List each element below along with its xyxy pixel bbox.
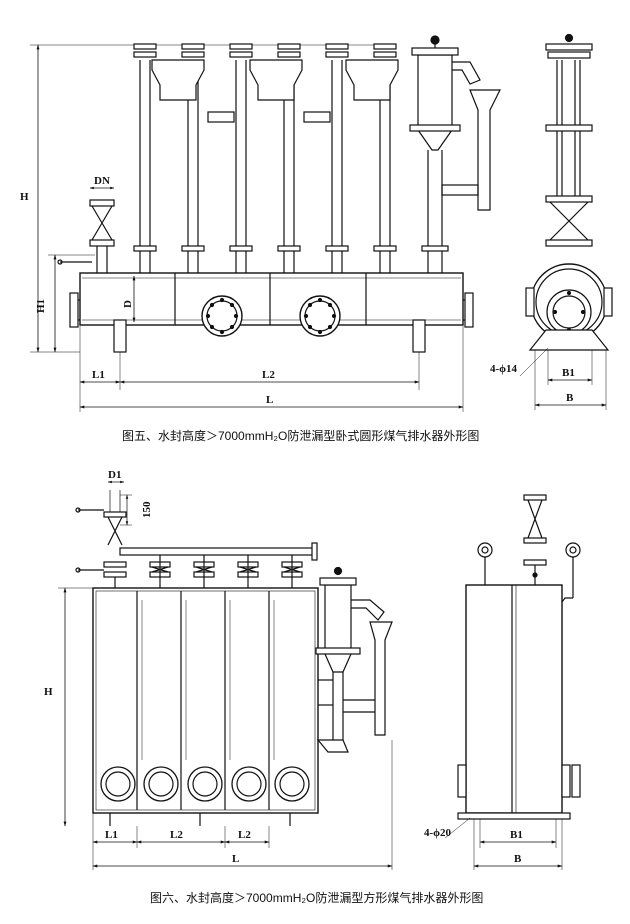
fig5-L-label: L: [266, 394, 273, 406]
right-vessel: [409, 35, 501, 273]
fig5-B1-label: B1: [562, 367, 575, 379]
fig5-holes-label: 4-ϕ14: [490, 363, 518, 375]
fig6-L2a-label: L2: [170, 829, 183, 841]
figure5-horizontal-round-drainer: [30, 33, 613, 412]
manhole-flange: [201, 295, 243, 337]
fig6-L-label: L: [232, 853, 239, 865]
fig6-150-label: 150: [141, 501, 153, 518]
fig5-L1-label: L1: [92, 369, 105, 381]
side-view-square: [444, 494, 581, 870]
dn-valve: [57, 186, 115, 273]
fig6-B-label: B: [514, 853, 522, 865]
fig6-L2b-label: L2: [238, 829, 251, 841]
fig5-B-label: B: [566, 392, 574, 404]
vertical-columns: [133, 43, 399, 273]
fig6-B1-label: B1: [510, 829, 523, 841]
fig6-holes-label: 4-ϕ20: [424, 827, 452, 839]
manhole-flange: [299, 295, 341, 337]
fig5-H-label: H: [20, 191, 29, 203]
fig6-L1-label: L1: [105, 829, 118, 841]
figure6-square-drainer: [58, 480, 581, 870]
fig5-D-label: D: [122, 300, 134, 308]
fig6-caption: 图六、水封高度＞7000mmH₂O防泄漏型方形煤气排水器外形图: [150, 890, 483, 905]
fig5-DN-label: DN: [94, 175, 110, 187]
side-view-round: [519, 33, 613, 410]
fig5-caption: 图五、水封高度＞7000mmH₂O防泄漏型卧式圆形煤气排水器外形图: [122, 428, 479, 443]
right-vessel-square: [315, 566, 393, 753]
fig5-L2-label: L2: [262, 369, 275, 381]
fig5-H1-label: H1: [35, 299, 47, 313]
top-valves: [75, 490, 303, 588]
manhole-row: [100, 766, 310, 802]
fig6-H-label: H: [44, 686, 53, 698]
fig6-D1-label: D1: [108, 469, 121, 481]
